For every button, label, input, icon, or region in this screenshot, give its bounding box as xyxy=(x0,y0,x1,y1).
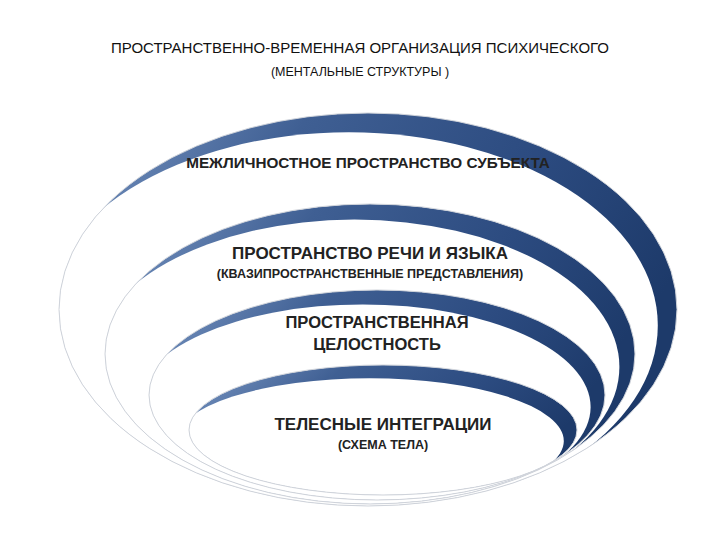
diagram-title: ПРОСТРАНСТВЕННО-ВРЕМЕННАЯ ОРГАНИЗАЦИЯ ПС… xyxy=(20,38,700,58)
subtitle-label: (МЕНТАЛЬНЫЕ СТРУКТУРЫ ) xyxy=(20,64,700,80)
band-heading: ТЕЛЕСНЫЕ ИНТЕГРАЦИИ xyxy=(218,414,548,436)
band-heading: ПРОСТРАНСТВО РЕЧИ И ЯЗЫКА xyxy=(150,243,590,265)
band-subheading: (СХЕМА ТЕЛА) xyxy=(218,437,548,453)
band-heading: МЕЖЛИЧНОСТНОЕ ПРОСТРАНСТВО СУБЪЕКТА xyxy=(173,153,563,173)
ellipse-fill xyxy=(89,220,619,515)
ellipse-fill xyxy=(135,304,591,509)
ellipse-fill xyxy=(176,378,564,504)
ellipse-band: ПРОСТРАНСТВЕННАЯ ЦЕЛОСТНОСТЬ ТЕЛЕСНЫЕ ИНТ… xyxy=(148,289,606,501)
ellipse-border xyxy=(189,365,577,495)
ellipse-band: ТЕЛЕСНЫЕ ИНТЕГРАЦИИ(СХЕМА ТЕЛА) xyxy=(188,364,578,496)
ellipse-band: ПРОСТРАНСТВО РЕЧИ И ЯЗЫКА(КВАЗИПРОСТРАНС… xyxy=(104,203,636,505)
band-heading: ПРОСТРАНСТВЕННАЯ ЦЕЛОСТНОСТЬ xyxy=(242,312,512,355)
ellipse-band: МЕЖЛИЧНОСТНОЕ ПРОСТРАНСТВО СУБЪЕКТА ПРОСТ… xyxy=(58,112,678,507)
band-subheading: (КВАЗИПРОСТРАНСТВЕННЫЕ ПРЕДСТАВЛЕНИЯ) xyxy=(140,266,600,282)
